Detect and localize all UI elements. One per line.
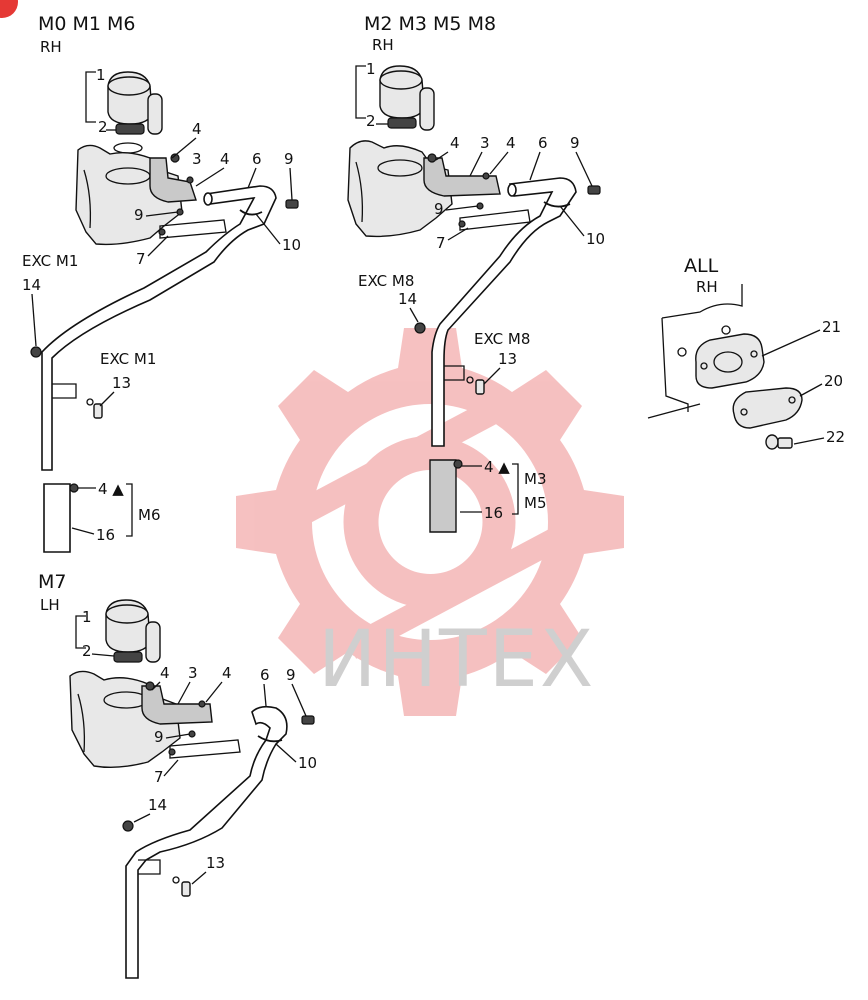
hose-3	[423, 157, 501, 197]
svg-text:1: 1	[82, 608, 92, 626]
svg-text:21: 21	[822, 318, 841, 336]
svg-text:4: 4	[220, 150, 230, 168]
svg-text:7: 7	[136, 250, 146, 268]
svg-text:9: 9	[134, 206, 144, 224]
gasket-21	[695, 333, 765, 389]
svg-text:9: 9	[284, 150, 294, 168]
corner-badge	[0, 0, 18, 18]
stay-7	[159, 219, 227, 239]
svg-text:M5: M5	[524, 494, 547, 512]
group-m0-m1-m6: M0 M1 M6 RH	[22, 13, 301, 553]
svg-text:13: 13	[112, 374, 131, 392]
pipe-6	[431, 177, 577, 447]
svg-text:16: 16	[96, 526, 115, 544]
svg-text:13: 13	[498, 350, 517, 368]
svg-text:4: 4	[222, 664, 232, 682]
group-side-label: LH	[40, 596, 60, 614]
hose-3	[149, 157, 197, 203]
svg-text:EXC M8: EXC M8	[358, 272, 414, 290]
hose-16	[43, 483, 71, 553]
svg-text:6: 6	[260, 666, 270, 684]
svg-text:20: 20	[824, 372, 843, 390]
group-all: ALL RH 21 20 22	[647, 255, 845, 450]
engine-flange	[647, 284, 743, 419]
o-ring	[113, 142, 143, 154]
group-models-label: M7	[38, 571, 66, 593]
svg-text:3: 3	[480, 134, 490, 152]
svg-text:4 ▲: 4 ▲	[98, 480, 124, 498]
breather-cap	[107, 71, 163, 135]
svg-text:4: 4	[450, 134, 460, 152]
svg-text:M6: M6	[138, 506, 161, 524]
group-models-label: M2 M3 M5 M8	[364, 13, 496, 35]
svg-text:EXC M8: EXC M8	[474, 330, 530, 348]
svg-text:13: 13	[206, 854, 225, 872]
svg-text:9: 9	[286, 666, 296, 684]
hose-3	[141, 685, 213, 725]
breather-cap	[379, 65, 435, 131]
svg-text:6: 6	[538, 134, 548, 152]
svg-text:10: 10	[282, 236, 301, 254]
svg-text:4 ▲: 4 ▲	[484, 458, 510, 476]
hose-16	[429, 459, 457, 533]
svg-text:1: 1	[366, 60, 376, 78]
cover-plate-20	[732, 387, 803, 429]
group-m7: M7 LH 1 2 4 3 4 6	[38, 571, 317, 979]
stay-7	[169, 739, 241, 759]
breather-cap	[105, 599, 161, 663]
svg-text:4: 4	[160, 664, 170, 682]
svg-text:4: 4	[506, 134, 516, 152]
svg-text:7: 7	[436, 234, 446, 252]
svg-text:3: 3	[188, 664, 198, 682]
svg-text:1: 1	[96, 66, 106, 84]
svg-text:EXC M1: EXC M1	[100, 350, 156, 368]
svg-text:16: 16	[484, 504, 503, 522]
group-models-label: M0 M1 M6	[38, 13, 136, 35]
svg-text:2: 2	[82, 642, 92, 660]
svg-text:10: 10	[298, 754, 317, 772]
svg-text:EXC M1: EXC M1	[22, 252, 78, 270]
svg-text:2: 2	[98, 118, 108, 136]
svg-text:9: 9	[154, 728, 164, 746]
svg-text:6: 6	[252, 150, 262, 168]
group-side-label: RH	[696, 278, 718, 296]
svg-text:14: 14	[398, 290, 417, 308]
pipe-6	[41, 185, 277, 471]
group-side-label: RH	[372, 36, 394, 54]
svg-text:M3: M3	[524, 470, 547, 488]
stay-7	[459, 209, 531, 231]
svg-text:9: 9	[570, 134, 580, 152]
svg-text:9: 9	[434, 200, 444, 218]
svg-text:14: 14	[22, 276, 41, 294]
svg-text:2: 2	[366, 112, 376, 130]
group-models-label: ALL	[684, 255, 719, 277]
svg-text:7: 7	[154, 768, 164, 786]
watermark-text: ИНТЕХ	[318, 615, 595, 705]
group-side-label: RH	[40, 38, 62, 56]
pipe-6	[125, 705, 288, 979]
svg-text:3: 3	[192, 150, 202, 168]
svg-text:14: 14	[148, 796, 167, 814]
svg-text:10: 10	[586, 230, 605, 248]
svg-text:4: 4	[192, 120, 202, 138]
group-m2-m3-m5-m8: M2 M3 M5 M8 RH 1 2 4 3	[347, 13, 605, 533]
svg-text:22: 22	[826, 428, 845, 446]
